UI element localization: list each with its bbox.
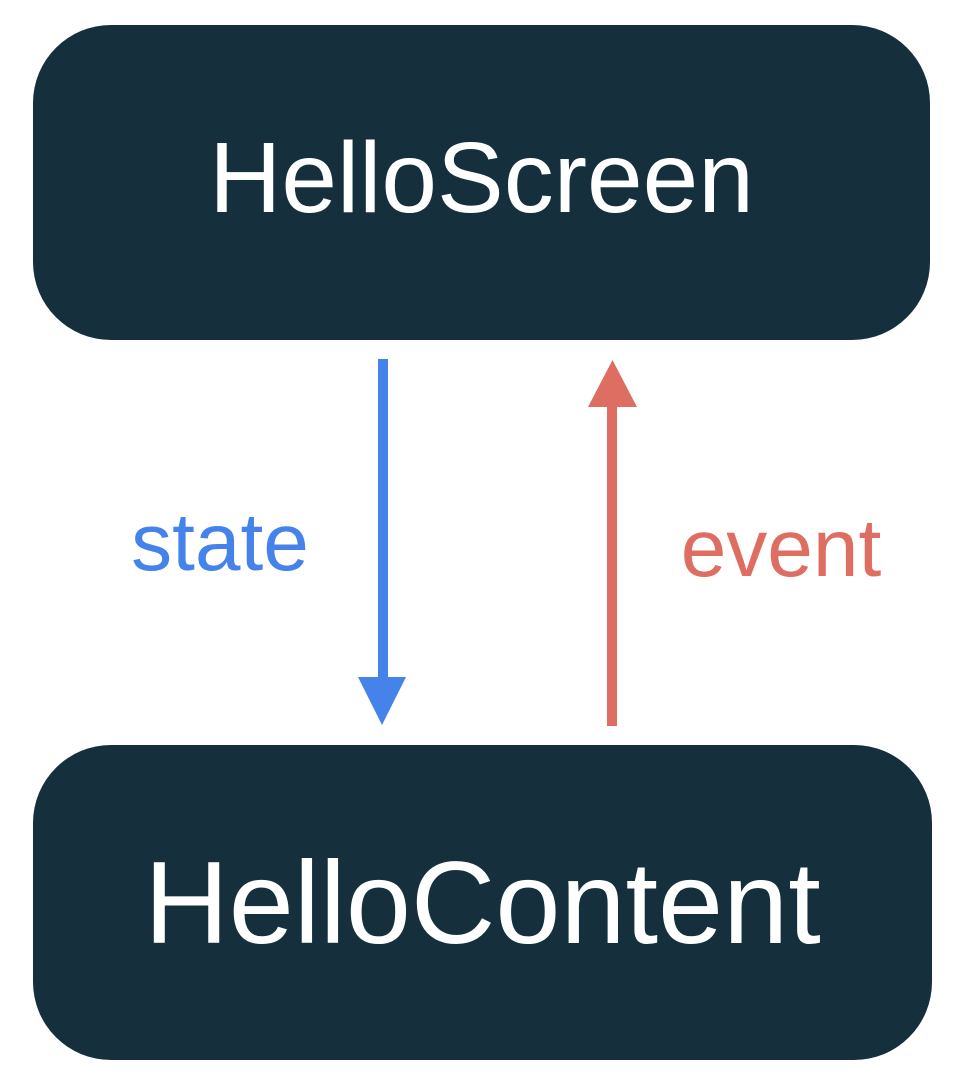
node-helloscreen: HelloScreen <box>33 25 930 340</box>
node-helloscreen-label: HelloScreen <box>209 121 754 234</box>
event-arrowhead-up-icon <box>588 360 637 407</box>
state-arrow-label: state <box>131 497 309 588</box>
event-arrow <box>588 360 637 726</box>
node-hellocontent: HelloContent <box>33 745 932 1060</box>
node-hellocontent-label: HelloContent <box>144 837 821 968</box>
state-arrowhead-down-icon <box>358 677 406 725</box>
state-arrow <box>358 359 406 725</box>
event-arrow-label: event <box>680 503 882 594</box>
